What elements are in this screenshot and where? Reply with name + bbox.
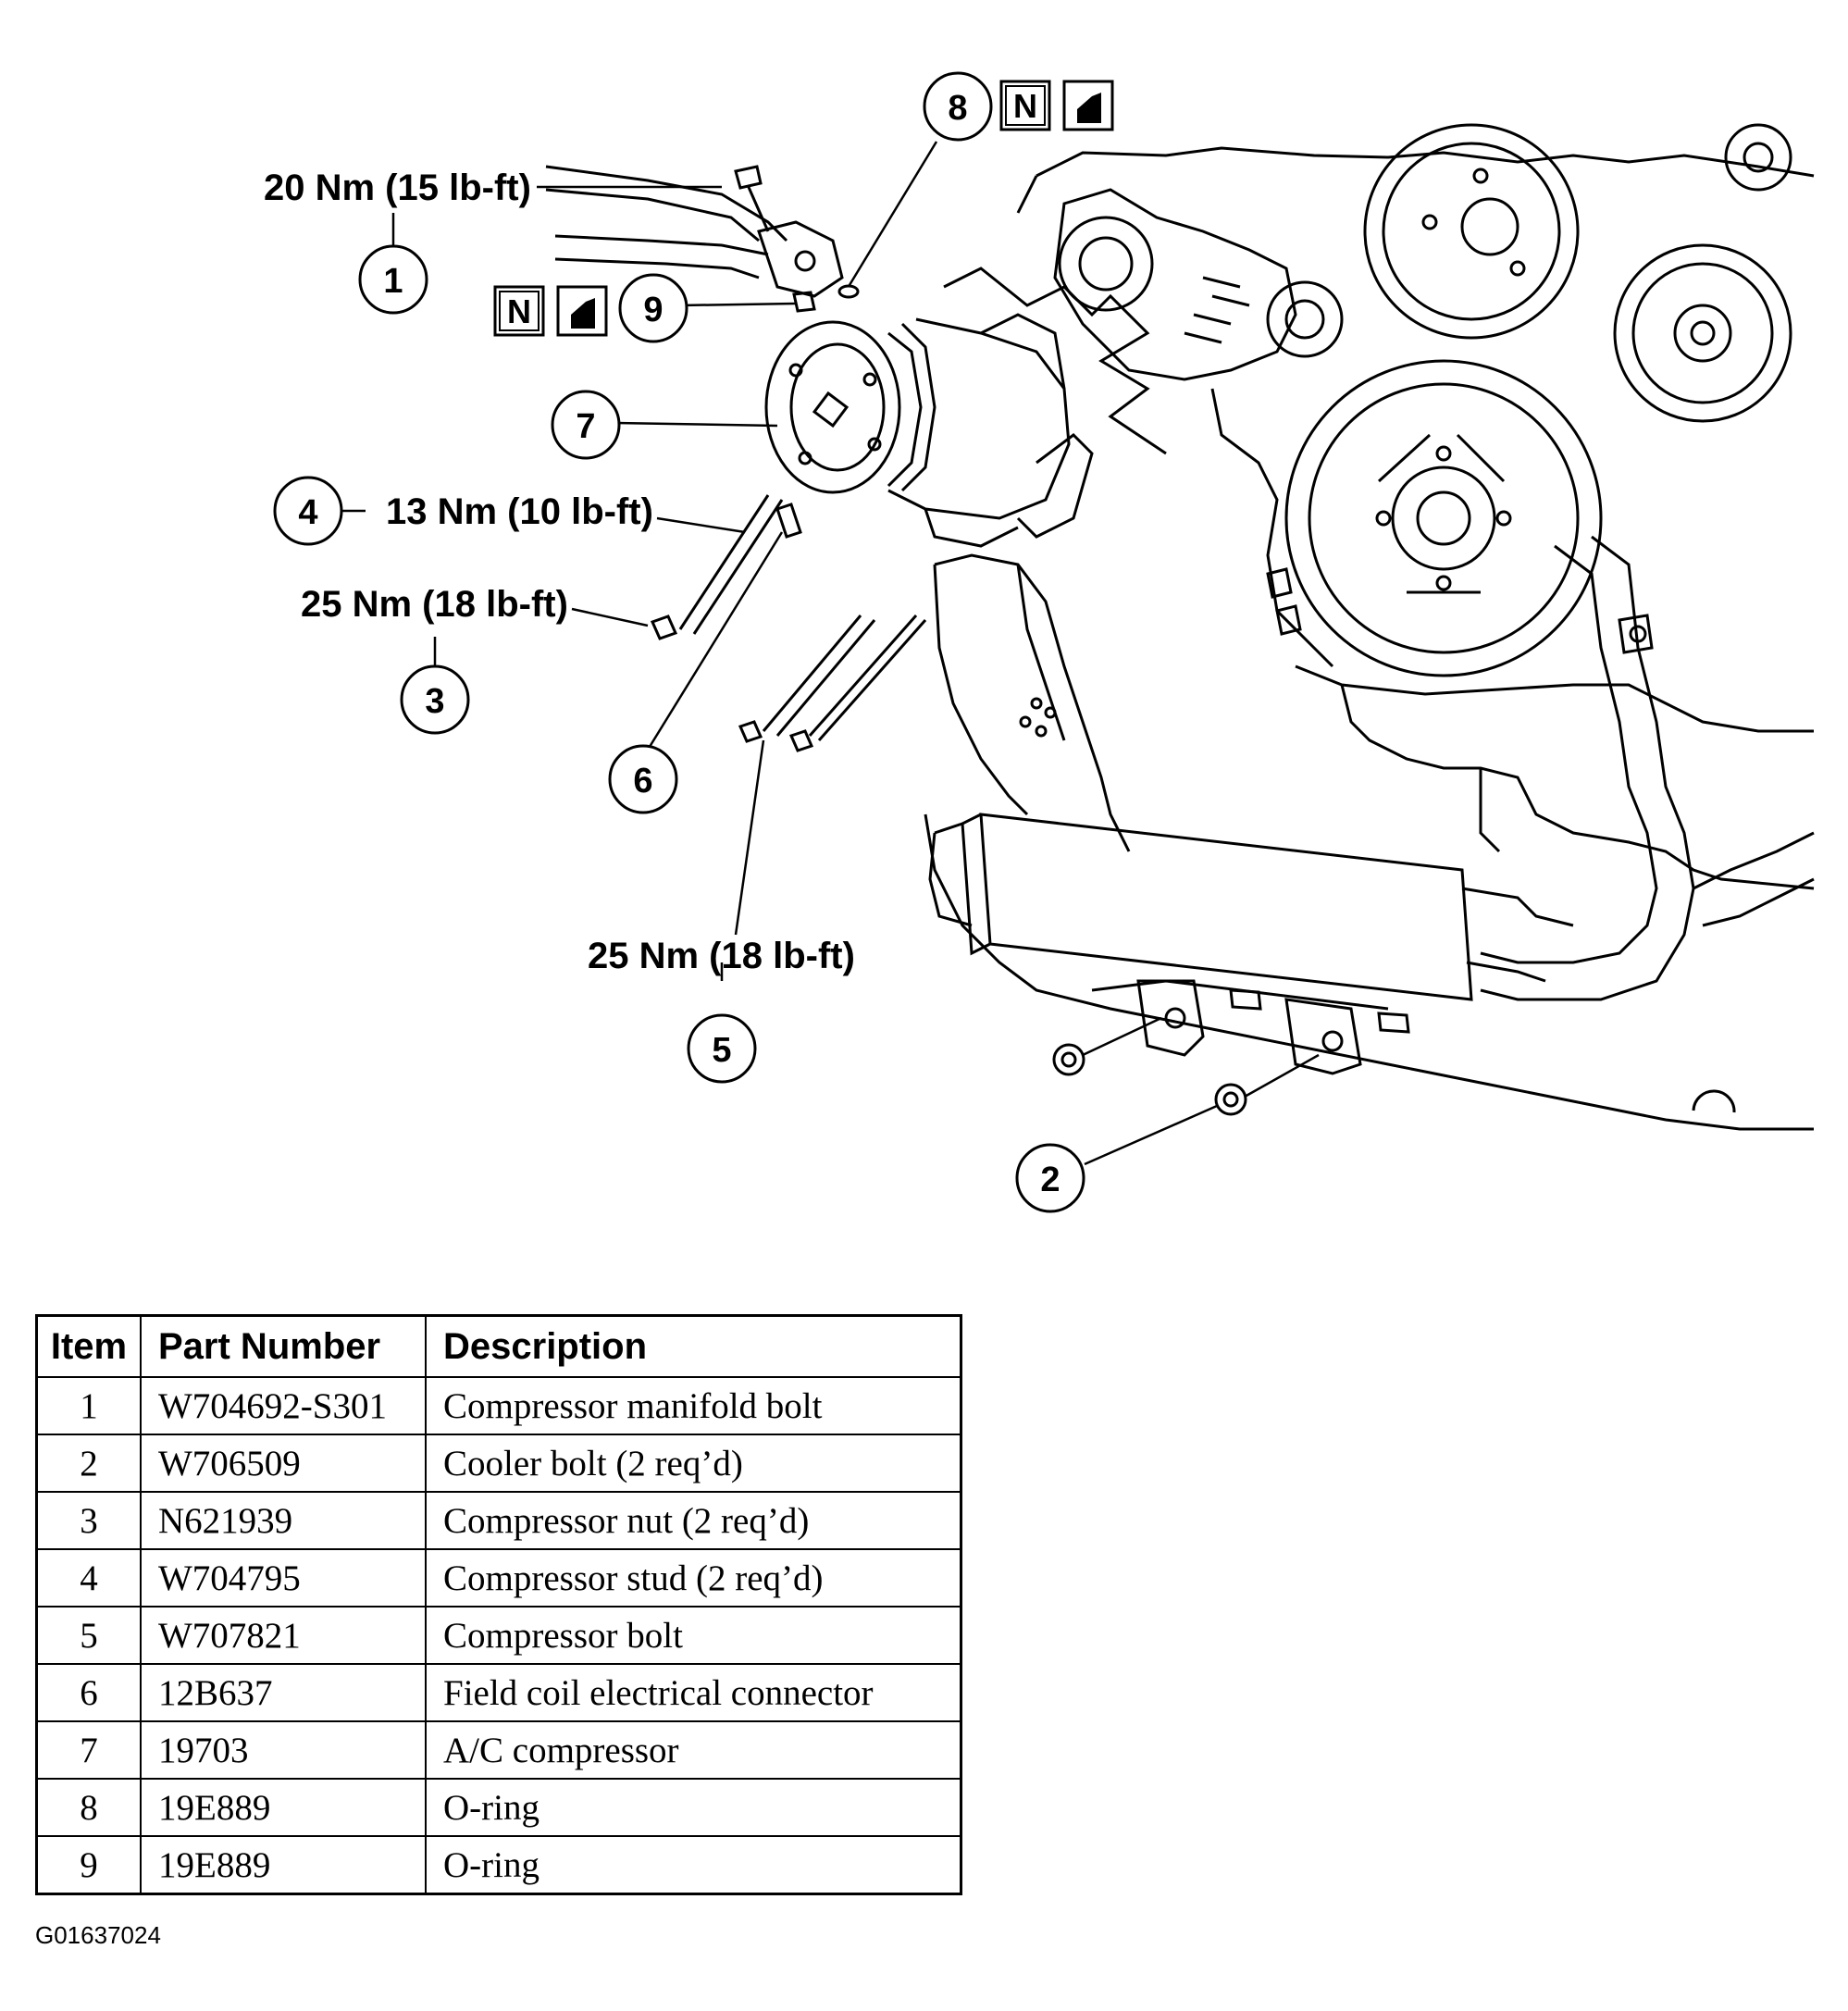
part-number-cell: W704692-S301 xyxy=(140,1376,427,1435)
callout-8-symbols: N xyxy=(999,80,1114,131)
description-cell: O-ring xyxy=(425,1778,962,1837)
description-cell: Compressor manifold bolt xyxy=(425,1376,962,1435)
table-row: 1 W704692-S301 Compressor manifold bolt xyxy=(35,1376,962,1435)
callout-3: 3 xyxy=(400,664,470,735)
part-number-cell: W706509 xyxy=(140,1434,427,1493)
callout-9: 9 xyxy=(618,273,688,343)
svg-text:8: 8 xyxy=(948,89,967,128)
table-row: 6 12B637 Field coil electrical connector xyxy=(35,1663,962,1722)
part-number-cell: 19703 xyxy=(140,1720,427,1780)
ac-compressor-drawing xyxy=(545,165,1094,752)
callout-2: 2 xyxy=(1015,1143,1085,1213)
callout-7: 7 xyxy=(551,390,621,460)
description-cell: Cooler bolt (2 req’d) xyxy=(425,1434,962,1493)
replace-icon xyxy=(556,285,608,337)
item-cell: 5 xyxy=(35,1606,142,1665)
torque-label-3: 25 Nm (18 lb-ft) xyxy=(301,584,568,625)
engine-drawing xyxy=(924,123,1815,1131)
svg-text:4: 4 xyxy=(298,493,317,532)
new-part-icon: N xyxy=(1013,87,1037,125)
part-number-cell: 19E889 xyxy=(140,1778,427,1837)
replace-icon xyxy=(1062,80,1114,131)
figure-code: G01637024 xyxy=(35,1921,161,1949)
item-cell: 1 xyxy=(35,1376,142,1435)
column-header-description: Description xyxy=(425,1314,962,1378)
svg-text:2: 2 xyxy=(1040,1161,1060,1199)
torque-label-5: 25 Nm (18 lb-ft) xyxy=(588,936,855,976)
table-header-row: Item Part Number Description xyxy=(35,1314,962,1378)
table-row: 3 N621939 Compressor nut (2 req’d) xyxy=(35,1491,962,1550)
description-cell: Compressor bolt xyxy=(425,1606,962,1665)
callout-1: 1 xyxy=(358,244,428,315)
callout-8: 8 xyxy=(923,71,993,142)
description-cell: Compressor stud (2 req’d) xyxy=(425,1548,962,1608)
callout-9-symbols: N xyxy=(493,285,608,337)
cooler-bolts xyxy=(1052,1043,1247,1116)
svg-text:7: 7 xyxy=(576,407,595,446)
item-cell: 3 xyxy=(35,1491,142,1550)
svg-text:6: 6 xyxy=(633,762,652,801)
part-number-cell: 19E889 xyxy=(140,1835,427,1895)
item-cell: 6 xyxy=(35,1663,142,1722)
column-header-item: Item xyxy=(35,1314,142,1378)
part-number-cell: W704795 xyxy=(140,1548,427,1608)
description-cell: Field coil electrical connector xyxy=(425,1663,962,1722)
description-cell: Compressor nut (2 req’d) xyxy=(425,1491,962,1550)
item-cell: 8 xyxy=(35,1778,142,1837)
table-row: 8 19E889 O-ring xyxy=(35,1778,962,1837)
torque-label-1: 20 Nm (15 lb-ft) xyxy=(264,168,531,208)
svg-text:1: 1 xyxy=(383,262,403,301)
item-cell: 9 xyxy=(35,1835,142,1895)
svg-text:3: 3 xyxy=(425,682,444,721)
part-number-cell: N621939 xyxy=(140,1491,427,1550)
new-part-icon: N xyxy=(507,292,531,330)
table-row: 2 W706509 Cooler bolt (2 req’d) xyxy=(35,1434,962,1493)
leader-lines xyxy=(341,141,1320,1166)
callout-4: 4 xyxy=(273,476,343,546)
part-number-cell: 12B637 xyxy=(140,1663,427,1722)
table-row: 7 19703 A/C compressor xyxy=(35,1720,962,1780)
description-cell: A/C compressor xyxy=(425,1720,962,1780)
part-number-cell: W707821 xyxy=(140,1606,427,1665)
column-header-part-number: Part Number xyxy=(140,1314,427,1378)
svg-text:5: 5 xyxy=(712,1031,731,1070)
callout-6: 6 xyxy=(608,744,678,814)
callout-5: 5 xyxy=(687,1013,757,1084)
parts-table: Item Part Number Description 1 W704692-S… xyxy=(35,1314,962,1895)
item-cell: 2 xyxy=(35,1434,142,1493)
table-row: 9 19E889 O-ring xyxy=(35,1835,962,1895)
item-cell: 7 xyxy=(35,1720,142,1780)
torque-label-4: 13 Nm (10 lb-ft) xyxy=(386,491,653,532)
item-cell: 4 xyxy=(35,1548,142,1608)
svg-text:9: 9 xyxy=(643,291,663,329)
exploded-view-diagram: 1 2 3 4 5 6 7 8 9 N xyxy=(264,71,1815,1213)
table-row: 4 W704795 Compressor stud (2 req’d) xyxy=(35,1548,962,1608)
table-row: 5 W707821 Compressor bolt xyxy=(35,1606,962,1665)
description-cell: O-ring xyxy=(425,1835,962,1895)
